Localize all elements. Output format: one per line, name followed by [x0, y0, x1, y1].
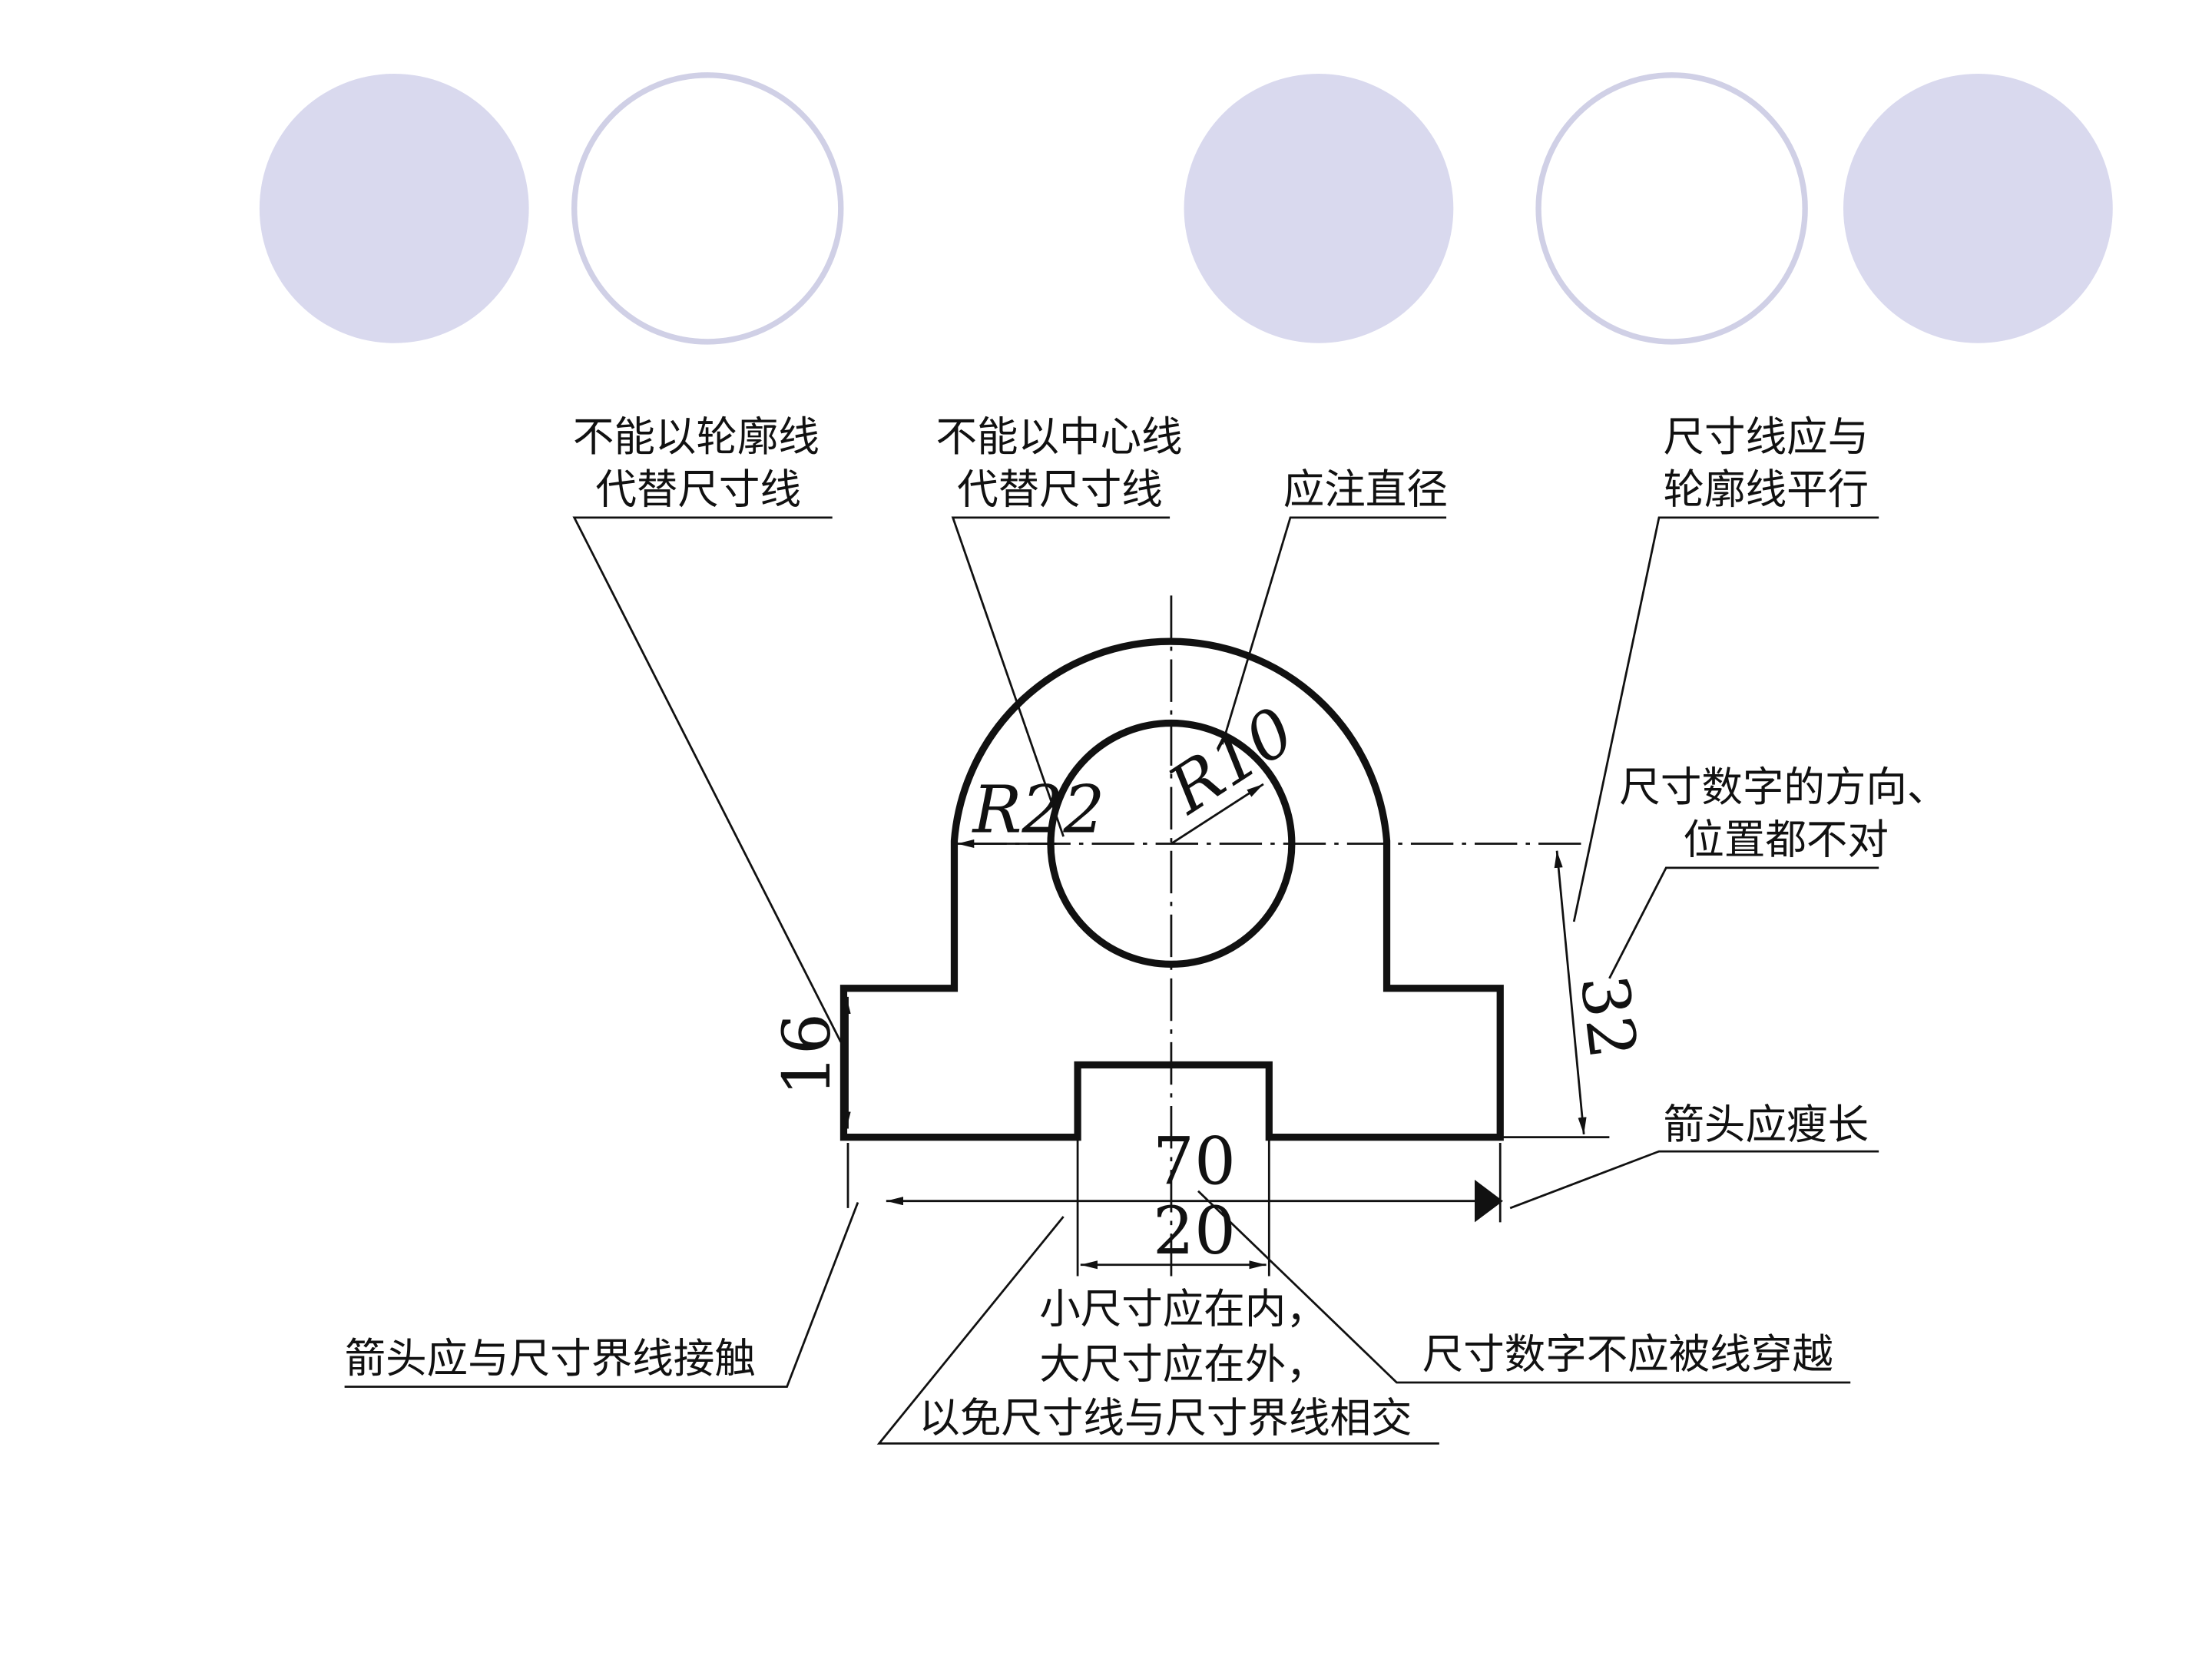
label-parallel-line2: 轮廓线平行	[1664, 465, 1869, 513]
leader-small-inside	[876, 1216, 1439, 1445]
leader-parallel	[1572, 516, 1879, 922]
label-small-inside-line3: 以免尺寸线与尺寸界线相交	[919, 1394, 1412, 1442]
decor-circle-outline-2	[1535, 72, 1808, 345]
d16-text: 16	[770, 1013, 846, 1096]
leader-number-direction	[1608, 866, 1879, 979]
dimensions	[842, 783, 1610, 1277]
d20-text: 20	[1153, 1194, 1236, 1270]
decor-circle-outline-1	[571, 72, 844, 345]
part-outline	[839, 637, 1504, 1141]
decor-circle-filled-1	[259, 74, 529, 343]
decor-circle-filled-3	[1843, 74, 2113, 343]
label-center-line2: 代替尺寸线	[957, 465, 1163, 513]
r10-dim-line	[1171, 783, 1264, 845]
label-contour-line2: 代替尺寸线	[595, 465, 801, 513]
decor-circle-filled-2	[1184, 74, 1454, 343]
leader-arrow-slender	[1509, 1150, 1879, 1210]
label-not-crossed: 尺寸数字不应被线穿越	[1422, 1330, 1833, 1379]
label-contour-line1: 不能以轮廓线	[573, 412, 820, 461]
annotation-texts: 不能以轮廓线 代替尺寸线 不能以中心线 代替尺寸线 应注直径 尺寸线应与 轮廓线…	[345, 412, 1949, 1442]
label-arrow-touch: 箭头应与尺寸界线接触	[345, 1334, 756, 1382]
annotation-leaders	[344, 516, 1879, 1445]
leader-diameter	[1221, 516, 1447, 745]
label-small-inside-line2: 大尺寸应在外，	[1039, 1339, 1327, 1388]
d32-dim-line	[1554, 850, 1587, 1135]
dimension-texts: R22 R10 16 32 70 20	[770, 693, 1651, 1270]
label-diameter: 应注直径	[1283, 465, 1448, 513]
leader-arrow-touch	[344, 1202, 859, 1388]
leader-contour	[572, 516, 843, 1043]
label-parallel-line1: 尺寸线应与	[1664, 412, 1869, 461]
label-arrow-slender: 箭头应瘦长	[1664, 1100, 1869, 1148]
d70-fat-arrow	[1475, 1180, 1503, 1223]
leader-not-crossed	[1197, 1190, 1851, 1384]
header-circles	[259, 72, 2113, 345]
label-direction-line1: 尺寸数字的方向、	[1619, 763, 1948, 811]
leader-center	[951, 516, 1171, 837]
label-center-line1: 不能以中心线	[935, 412, 1182, 461]
r22-text: R22	[971, 773, 1104, 849]
label-small-inside-line1: 小尺寸应在内，	[1039, 1284, 1327, 1333]
d70-text: 70	[1153, 1124, 1236, 1200]
label-direction-line2: 位置都不对	[1683, 815, 1889, 863]
d32-text: 32	[1565, 971, 1651, 1062]
